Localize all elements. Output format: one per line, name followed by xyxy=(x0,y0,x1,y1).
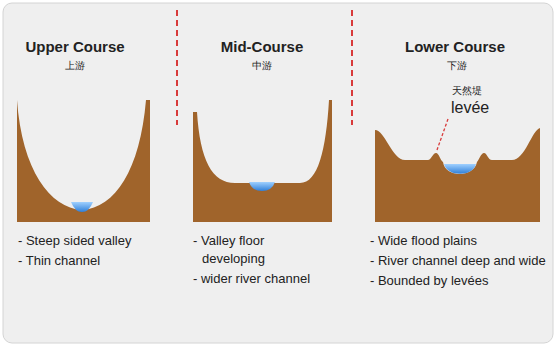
mid-channel-water xyxy=(249,182,275,191)
course-heading: Mid-Course xyxy=(187,38,337,56)
upper-channel-water xyxy=(71,202,93,212)
feature-note: - Thin channel xyxy=(18,252,147,270)
leader-line xyxy=(437,119,448,150)
course-heading-chinese: 中游 xyxy=(232,60,292,72)
course-heading-chinese: 下游 xyxy=(427,60,487,72)
course-heading: Upper Course xyxy=(0,38,150,56)
feature-note: - Steep sided valley xyxy=(18,232,147,250)
feature-note: - Bounded by levées xyxy=(370,272,557,290)
divider-line xyxy=(176,10,178,125)
feature-note: - wider river channel xyxy=(193,270,322,288)
levee-label-chinese: 天然堤 xyxy=(452,85,482,97)
mid-valley xyxy=(193,100,332,222)
feature-note: - River channel deep and wide xyxy=(370,252,557,270)
lower-valley xyxy=(375,128,540,222)
levee-label: levée xyxy=(451,99,489,117)
upper-valley xyxy=(17,100,150,222)
feature-note: - Wide flood plains xyxy=(370,232,557,250)
course-heading: Lower Course xyxy=(380,38,530,56)
feature-note: - Valley floor developing xyxy=(193,232,322,268)
lower-channel-water xyxy=(444,164,476,174)
divider-line xyxy=(351,10,353,125)
course-heading-chinese: 上游 xyxy=(45,60,105,72)
